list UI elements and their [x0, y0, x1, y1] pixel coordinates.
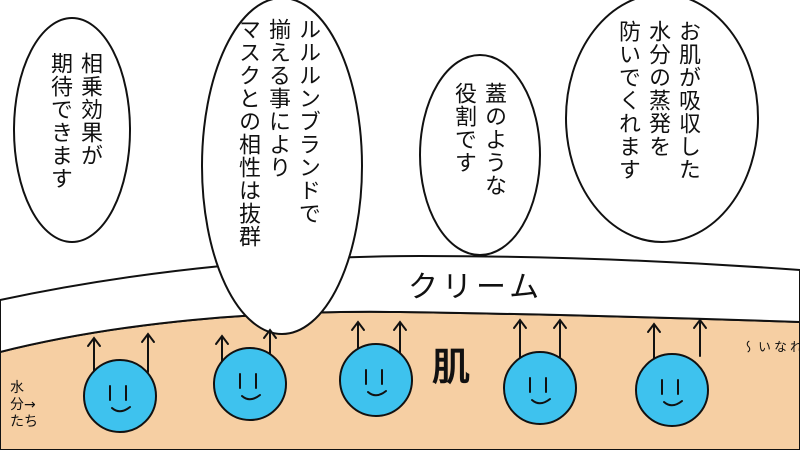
speech-bubble-left	[13, 17, 131, 243]
water-drop	[213, 347, 287, 421]
speech-bubble-right	[565, 0, 759, 243]
water-drop-character	[503, 351, 577, 425]
bubble-text-lid: 蓋のような 役割です	[451, 82, 506, 197]
water-drop-character	[339, 343, 413, 417]
cream-label: クリーム	[408, 270, 544, 305]
water-drop-character	[83, 359, 157, 433]
water-drop-character	[635, 353, 709, 427]
speech-bubble-center	[201, 0, 363, 335]
drop-smile	[111, 406, 131, 413]
drop-smile	[663, 400, 683, 407]
water-drop	[635, 353, 709, 427]
water-drop	[339, 343, 413, 417]
cannot-escape-label: 逃 げ ら れ な い 〜	[739, 340, 800, 353]
drop-smile	[367, 390, 387, 397]
water-drop	[503, 351, 577, 425]
water-drop-character	[213, 347, 287, 421]
bubble-text-center: ルルルンブランドで 揃える事により マスクとの相性は抜群	[235, 18, 320, 248]
bubble-text-left: 相乗効果が 期待できます	[47, 52, 102, 190]
speech-bubble-lid	[419, 54, 541, 256]
bubble-text-right: お肌が吸収した 水分の蒸発を 防いでくれます	[615, 20, 700, 181]
water-drops	[83, 343, 709, 433]
skin-label: 肌	[432, 345, 471, 389]
water-label: 水 分→ たち	[10, 380, 38, 430]
drop-smile	[241, 394, 261, 401]
water-drop	[83, 359, 157, 433]
drop-smile	[531, 398, 551, 405]
